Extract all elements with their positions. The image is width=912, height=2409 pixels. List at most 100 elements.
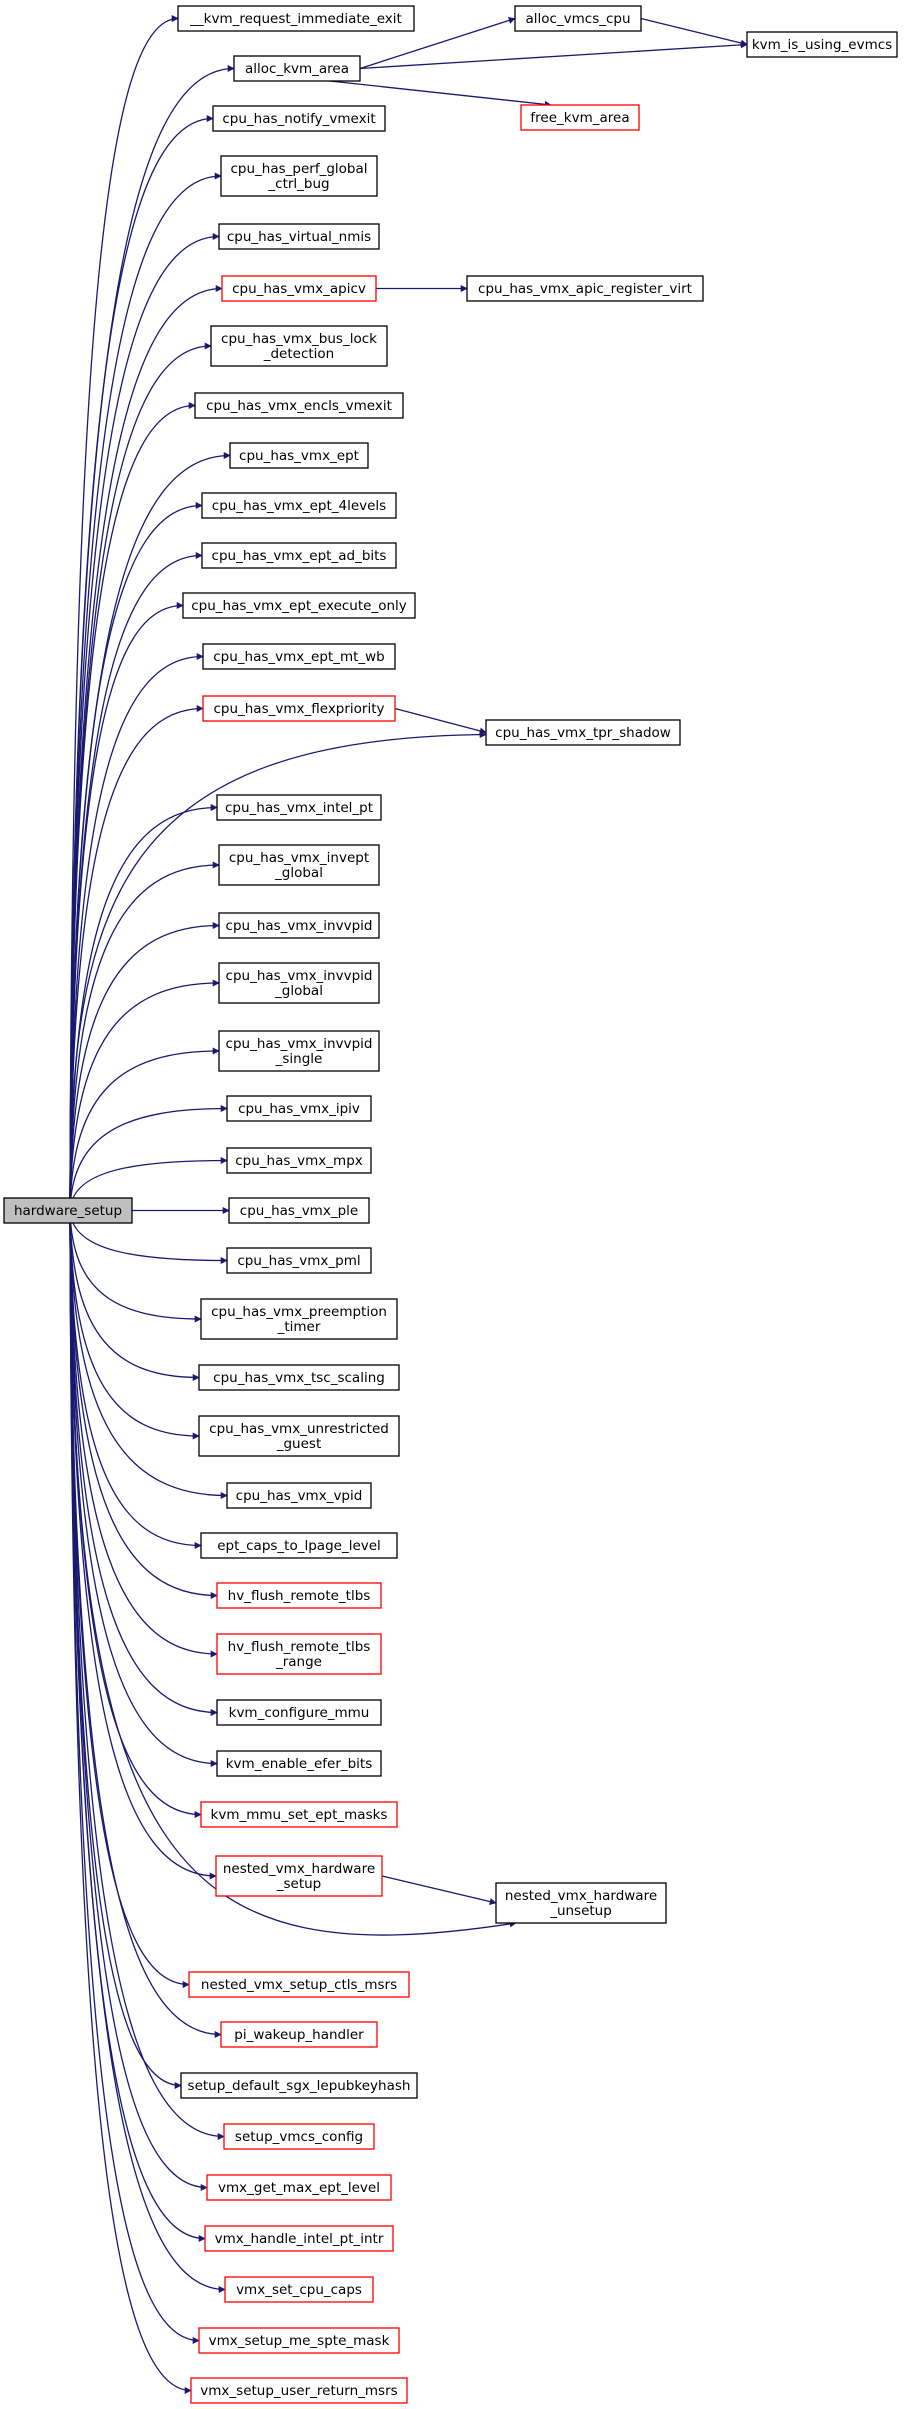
node-vmx_get_max_ept_level[interactable]: vmx_get_max_ept_level: [206, 2174, 392, 2201]
node-label-cpu_has_vmx_preemption_timer-line2: _timer: [277, 1319, 321, 1335]
node-cpu_has_vmx_invvpid[interactable]: cpu_has_vmx_invvpid: [218, 912, 380, 939]
node-pi_wakeup_handler[interactable]: pi_wakeup_handler: [220, 2021, 378, 2048]
node-alloc_vmcs_cpu[interactable]: alloc_vmcs_cpu: [514, 5, 642, 32]
edge-hardware_setup-to-cpu_has_vmx_invvpid: [69, 922, 220, 1211]
node-box-cpu_has_vmx_tsc_scaling: [198, 1364, 400, 1391]
node-label-cpu_has_vmx_invvpid: cpu_has_vmx_invvpid: [226, 918, 373, 934]
nodes-layer: hardware_setup __kvm_request_immediate_ex…: [3, 5, 898, 2404]
node-cpu_has_vmx_invvpid_single[interactable]: cpu_has_vmx_invvpid_single: [218, 1030, 380, 1072]
edge-cpu_has_vmx_flexpriority-to-cpu_has_vmx_tpr_shadow: [394, 707, 487, 735]
node-label-cpu_has_vmx_invvpid_single-line1: cpu_has_vmx_invvpid: [226, 1036, 373, 1052]
node-cpu_has_vmx_unrestricted_guest[interactable]: cpu_has_vmx_unrestricted_guest: [198, 1415, 400, 1457]
edge-hardware_setup-to-cpu_has_vmx_ipiv: [69, 1105, 228, 1211]
node-cpu_has_vmx_intel_pt[interactable]: cpu_has_vmx_intel_pt: [216, 794, 382, 821]
edge-hardware_setup-to-cpu_has_vmx_apicv: [69, 285, 223, 1211]
node-nested_vmx_setup_ctls_msrs[interactable]: nested_vmx_setup_ctls_msrs: [188, 1971, 410, 1998]
node-hardware_setup[interactable]: hardware_setup: [3, 1197, 133, 1224]
node-cpu_has_perf_global_ctrl_bug[interactable]: cpu_has_perf_global_ctrl_bug: [220, 155, 378, 197]
node-label-vmx_get_max_ept_level: vmx_get_max_ept_level: [218, 2180, 380, 2196]
node-label-cpu_has_vmx_pml: cpu_has_vmx_pml: [237, 1253, 360, 1269]
node-ept_caps_to_lpage_level[interactable]: ept_caps_to_lpage_level: [200, 1532, 398, 1559]
node-label-hardware_setup: hardware_setup: [14, 1203, 122, 1219]
node-cpu_has_virtual_nmis[interactable]: cpu_has_virtual_nmis: [218, 223, 380, 250]
node-kvm_request_immediate_exit[interactable]: __kvm_request_immediate_exit: [177, 5, 415, 32]
node-kvm_enable_efer_bits[interactable]: kvm_enable_efer_bits: [216, 1750, 382, 1777]
node-cpu_has_vmx_ept_4levels[interactable]: cpu_has_vmx_ept_4levels: [201, 492, 397, 519]
node-box-cpu_has_perf_global_ctrl_bug: [220, 155, 378, 197]
node-cpu_has_vmx_ept_mt_wb[interactable]: cpu_has_vmx_ept_mt_wb: [202, 643, 396, 670]
node-label-cpu_has_vmx_ept_ad_bits: cpu_has_vmx_ept_ad_bits: [212, 548, 387, 564]
node-cpu_has_vmx_pml[interactable]: cpu_has_vmx_pml: [226, 1247, 372, 1274]
node-alloc_kvm_area[interactable]: alloc_kvm_area: [233, 55, 361, 82]
node-box-alloc_vmcs_cpu: [514, 5, 642, 32]
node-box-cpu_has_vmx_ept_ad_bits: [201, 542, 397, 569]
node-label-hv_flush_remote_tlbs: hv_flush_remote_tlbs: [228, 1588, 371, 1604]
edge-hardware_setup-to-nested_vmx_setup_ctls_msrs: [69, 1210, 190, 1988]
edge-hardware_setup-to-setup_default_sgx_lepubkeyhash: [69, 1210, 182, 2089]
node-cpu_has_vmx_preemption_timer[interactable]: cpu_has_vmx_preemption_timer: [200, 1298, 398, 1340]
node-nested_vmx_hardware_unsetup[interactable]: nested_vmx_hardware_unsetup: [495, 1882, 667, 1924]
node-cpu_has_vmx_mpx[interactable]: cpu_has_vmx_mpx: [226, 1147, 372, 1174]
node-box-nested_vmx_hardware_unsetup: [495, 1882, 667, 1924]
node-kvm_configure_mmu[interactable]: kvm_configure_mmu: [216, 1699, 382, 1726]
node-box-kvm_request_immediate_exit: [177, 5, 415, 32]
node-label-vmx_setup_me_spte_mask: vmx_setup_me_spte_mask: [209, 2333, 390, 2349]
node-box-setup_default_sgx_lepubkeyhash: [180, 2072, 418, 2099]
node-box-cpu_has_vmx_intel_pt: [216, 794, 382, 821]
node-cpu_has_vmx_invvpid_global[interactable]: cpu_has_vmx_invvpid_global: [218, 962, 380, 1004]
node-cpu_has_vmx_bus_lock_detection[interactable]: cpu_has_vmx_bus_lock_detection: [210, 325, 388, 367]
node-box-cpu_has_vmx_apicv: [221, 275, 377, 302]
node-box-cpu_has_vmx_unrestricted_guest: [198, 1415, 400, 1457]
edge-alloc_vmcs_cpu-to-kvm_is_using_evmcs: [640, 17, 748, 47]
node-cpu_has_notify_vmexit[interactable]: cpu_has_notify_vmexit: [212, 105, 386, 132]
node-label-cpu_has_vmx_unrestricted_guest-line1: cpu_has_vmx_unrestricted: [209, 1421, 389, 1437]
node-label-kvm_request_immediate_exit: __kvm_request_immediate_exit: [189, 11, 402, 27]
node-cpu_has_vmx_ple[interactable]: cpu_has_vmx_ple: [228, 1197, 370, 1224]
node-vmx_handle_intel_pt_intr[interactable]: vmx_handle_intel_pt_intr: [204, 2225, 394, 2252]
node-vmx_set_cpu_caps[interactable]: vmx_set_cpu_caps: [224, 2276, 374, 2303]
node-kvm_mmu_set_ept_masks[interactable]: kvm_mmu_set_ept_masks: [200, 1801, 398, 1828]
edge-hardware_setup-to-hv_flush_remote_tlbs_range: [69, 1210, 218, 1658]
node-label-cpu_has_vmx_ept: cpu_has_vmx_ept: [239, 448, 359, 464]
node-setup_vmcs_config[interactable]: setup_vmcs_config: [223, 2123, 375, 2150]
node-label-setup_default_sgx_lepubkeyhash: setup_default_sgx_lepubkeyhash: [188, 2078, 411, 2094]
node-label-vmx_set_cpu_caps: vmx_set_cpu_caps: [236, 2282, 362, 2298]
edge-hardware_setup-to-cpu_has_vmx_invvpid_global: [69, 979, 220, 1211]
node-cpu_has_vmx_vpid[interactable]: cpu_has_vmx_vpid: [226, 1482, 372, 1509]
node-box-cpu_has_vmx_flexpriority: [202, 695, 396, 722]
node-vmx_setup_user_return_msrs[interactable]: vmx_setup_user_return_msrs: [190, 2377, 408, 2404]
node-box-cpu_has_vmx_ept_mt_wb: [202, 643, 396, 670]
edge-hardware_setup-to-cpu_has_vmx_invept_global: [69, 861, 220, 1211]
node-cpu_has_vmx_encls_vmexit[interactable]: cpu_has_vmx_encls_vmexit: [194, 392, 404, 419]
node-free_kvm_area[interactable]: free_kvm_area: [520, 104, 640, 131]
node-cpu_has_vmx_tsc_scaling[interactable]: cpu_has_vmx_tsc_scaling: [198, 1364, 400, 1391]
node-box-cpu_has_vmx_ept_execute_only: [182, 592, 416, 619]
edge-hardware_setup-to-nested_vmx_hardware_setup: [69, 1210, 217, 1880]
node-box-cpu_has_vmx_tpr_shadow: [485, 719, 681, 746]
node-cpu_has_vmx_ept_execute_only[interactable]: cpu_has_vmx_ept_execute_only: [182, 592, 416, 619]
node-label-cpu_has_perf_global_ctrl_bug-line2: _ctrl_bug: [267, 176, 329, 192]
node-box-nested_vmx_setup_ctls_msrs: [188, 1971, 410, 1998]
node-cpu_has_vmx_flexpriority[interactable]: cpu_has_vmx_flexpriority: [202, 695, 396, 722]
node-label-alloc_vmcs_cpu: alloc_vmcs_cpu: [525, 11, 630, 27]
node-cpu_has_vmx_ept_ad_bits[interactable]: cpu_has_vmx_ept_ad_bits: [201, 542, 397, 569]
node-vmx_setup_me_spte_mask[interactable]: vmx_setup_me_spte_mask: [198, 2327, 400, 2354]
node-label-cpu_has_vmx_tsc_scaling: cpu_has_vmx_tsc_scaling: [213, 1370, 385, 1386]
node-box-cpu_has_notify_vmexit: [212, 105, 386, 132]
node-box-kvm_is_using_evmcs: [746, 31, 898, 58]
node-nested_vmx_hardware_setup[interactable]: nested_vmx_hardware_setup: [215, 1855, 383, 1897]
node-cpu_has_vmx_apicv[interactable]: cpu_has_vmx_apicv: [221, 275, 377, 302]
node-hv_flush_remote_tlbs_range[interactable]: hv_flush_remote_tlbs_range: [216, 1633, 382, 1675]
node-cpu_has_vmx_invept_global[interactable]: cpu_has_vmx_invept_global: [218, 844, 380, 886]
node-cpu_has_vmx_apic_register_virt[interactable]: cpu_has_vmx_apic_register_virt: [466, 275, 704, 302]
node-box-hv_flush_remote_tlbs_range: [216, 1633, 382, 1675]
node-cpu_has_vmx_tpr_shadow[interactable]: cpu_has_vmx_tpr_shadow: [485, 719, 681, 746]
node-label-cpu_has_vmx_vpid: cpu_has_vmx_vpid: [236, 1488, 363, 1504]
node-hv_flush_remote_tlbs[interactable]: hv_flush_remote_tlbs: [216, 1582, 382, 1609]
node-cpu_has_vmx_ipiv[interactable]: cpu_has_vmx_ipiv: [226, 1095, 372, 1122]
node-label-cpu_has_perf_global_ctrl_bug-line1: cpu_has_perf_global: [230, 161, 367, 177]
node-setup_default_sgx_lepubkeyhash[interactable]: setup_default_sgx_lepubkeyhash: [180, 2072, 418, 2099]
node-cpu_has_vmx_ept[interactable]: cpu_has_vmx_ept: [229, 442, 369, 469]
node-kvm_is_using_evmcs[interactable]: kvm_is_using_evmcs: [746, 31, 898, 58]
node-label-cpu_has_vmx_bus_lock_detection-line2: _detection: [263, 346, 335, 362]
